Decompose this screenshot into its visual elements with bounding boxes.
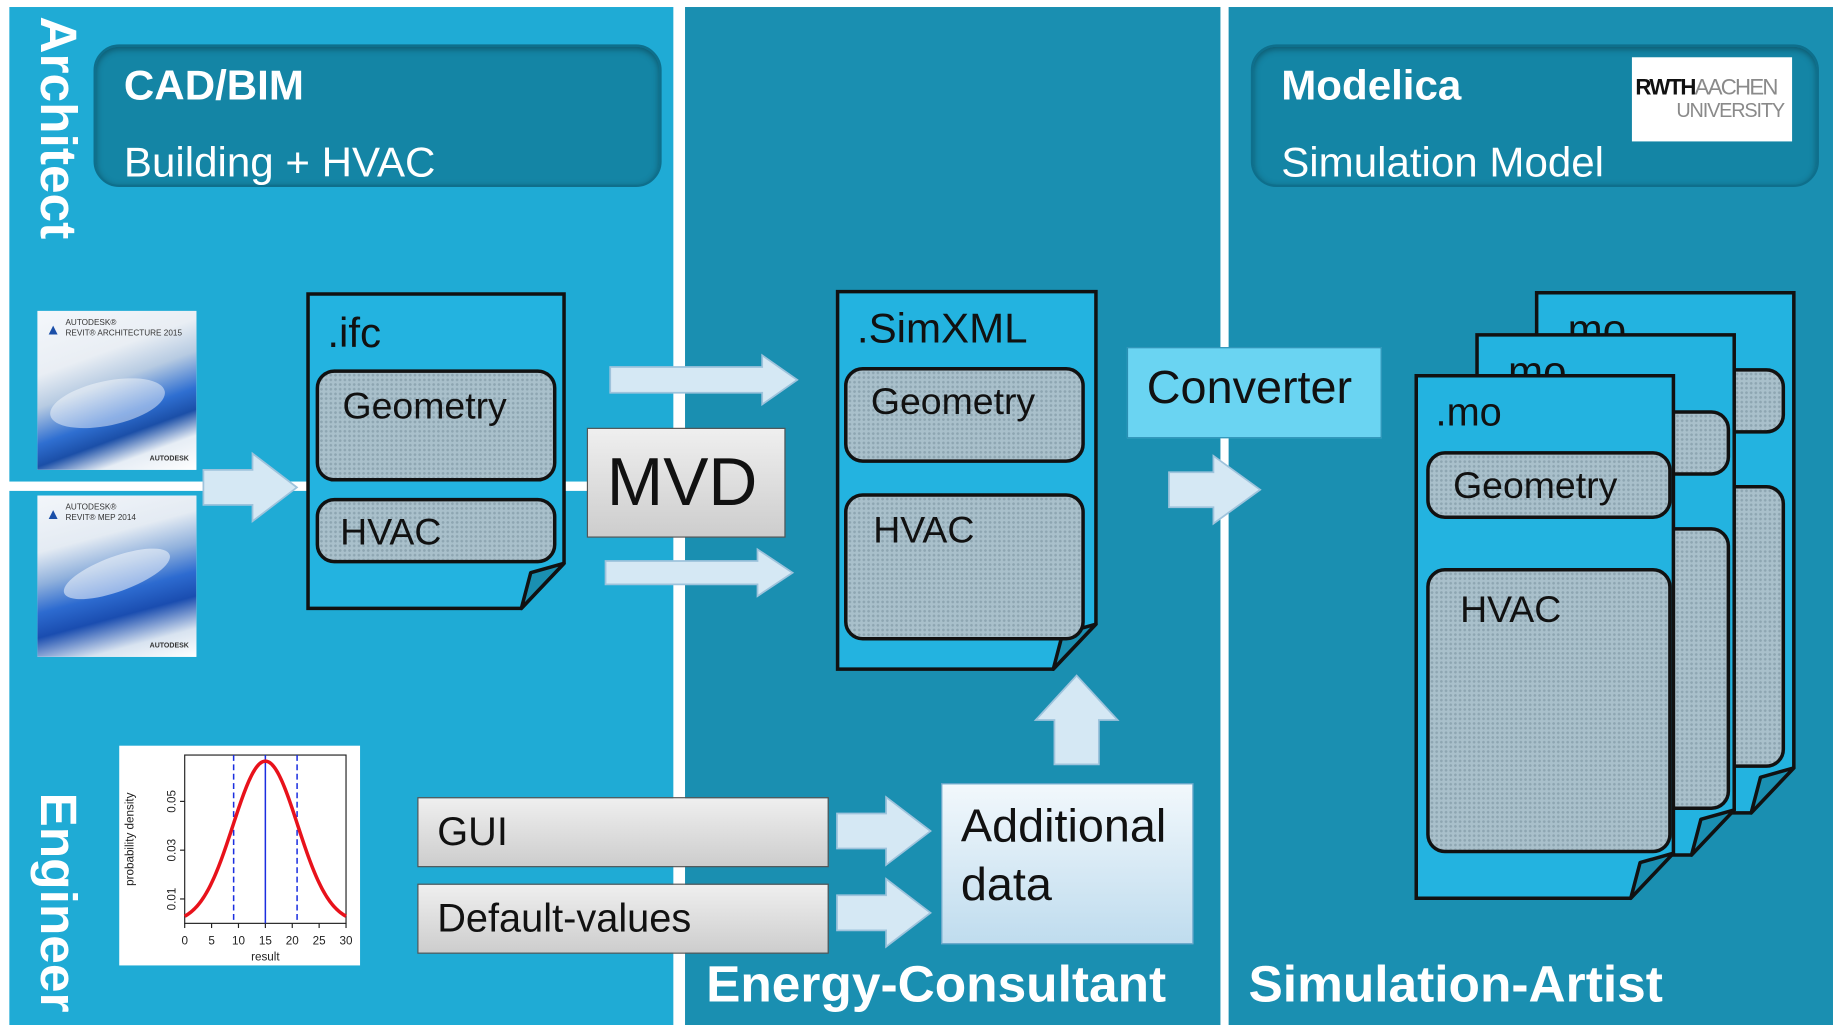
- default-values-box: Default-values: [417, 883, 829, 954]
- university-text: UNIVERSITY: [1676, 99, 1785, 122]
- y-tick-label: 0.03: [165, 839, 178, 862]
- mo-front-geometry-section: Geometry: [1426, 451, 1672, 519]
- simxml-to-mo-arrow: [1168, 454, 1262, 526]
- modelica-title: Modelica: [1281, 60, 1462, 109]
- x-tick-label: 0: [181, 934, 188, 947]
- mo-front-hvac-section: HVAC: [1426, 568, 1672, 854]
- additional-to-simxml-arrow: [1033, 674, 1120, 766]
- mo-document-front: .mo Geometry HVAC: [1414, 374, 1676, 900]
- revit-arch-product: REVIT® ARCHITECTURE 2015: [65, 329, 182, 338]
- ifc-to-simxml-bottom-arrow: [604, 547, 795, 598]
- simxml-geometry-section: Geometry: [844, 367, 1085, 463]
- revit-mep-product: REVIT® MEP 2014: [65, 514, 136, 523]
- revit-mep-footer: AUTODESK: [149, 642, 189, 650]
- y-tick-label: 0.01: [165, 888, 178, 911]
- cad-bim-banner: CAD/BIM Building + HVAC: [93, 44, 662, 188]
- cad-bim-subtitle: Building + HVAC: [123, 137, 436, 186]
- density-curve: [183, 759, 347, 918]
- revit-mep-brand: AUTODESK®: [65, 503, 117, 512]
- engineer-label: Engineer: [29, 792, 87, 1013]
- x-tick-label: 10: [232, 934, 245, 947]
- modelica-banner: Modelica Simulation Model: [1250, 44, 1819, 188]
- probability-chart-svg: 0 5 10 15 20 25 30 0.01 0.03 0.05 result probabilit…: [123, 754, 353, 964]
- ifc-title: .ifc: [327, 308, 382, 357]
- x-tick-label: 30: [340, 934, 353, 947]
- simulation-artist-label: Simulation-Artist: [1248, 956, 1663, 1014]
- architect-label: Architect: [29, 16, 87, 240]
- probability-chart: 0 5 10 15 20 25 30 0.01 0.03 0.05 result probabilit…: [119, 745, 361, 966]
- additional-data-line2: data: [960, 859, 1052, 911]
- rwth-text: RWTH: [1635, 75, 1696, 101]
- x-axis-label: result: [251, 951, 280, 964]
- revit-architecture-thumbnail: ▲ AUTODESK® REVIT® ARCHITECTURE 2015 AUT…: [37, 310, 197, 470]
- ifc-to-simxml-top-arrow: [609, 353, 799, 407]
- autodesk-icon-2: ▲: [45, 504, 61, 523]
- simxml-document: .SimXML Geometry HVAC: [835, 289, 1098, 671]
- converter-box: Converter: [1126, 347, 1382, 439]
- rwth-aachen-logo: RWTHAACHEN UNIVERSITY: [1631, 57, 1793, 142]
- default-values-arrow: [836, 877, 932, 949]
- mo-front-title: .mo: [1435, 390, 1502, 435]
- ifc-geometry-section: Geometry: [315, 369, 557, 482]
- simxml-hvac-section: HVAC: [844, 493, 1085, 641]
- revit-arch-brand: AUTODESK®: [65, 319, 117, 328]
- aachen-text: AACHEN: [1694, 75, 1779, 101]
- ifc-hvac-section: HVAC: [315, 497, 557, 564]
- revit-arch-footer: AUTODESK: [149, 455, 189, 463]
- simxml-title: .SimXML: [856, 303, 1028, 352]
- autodesk-icon: ▲: [45, 320, 61, 338]
- modelica-subtitle: Simulation Model: [1281, 137, 1605, 186]
- x-tick-label: 20: [286, 934, 299, 947]
- energy-consultant-label: Energy-Consultant: [706, 956, 1167, 1014]
- additional-data-box: Additional data: [941, 783, 1194, 945]
- gui-arrow: [836, 795, 932, 867]
- x-tick-label: 25: [313, 934, 326, 947]
- ifc-document: .ifc Geometry HVAC: [306, 292, 566, 611]
- cad-bim-title: CAD/BIM: [123, 60, 304, 109]
- y-tick-label: 0.05: [165, 790, 178, 813]
- revit-mep-thumbnail: ▲ AUTODESK® REVIT® MEP 2014 AUTODESK: [37, 495, 197, 657]
- y-axis-label: probability density: [123, 792, 136, 886]
- additional-data-line1: Additional: [960, 800, 1167, 853]
- thumb-to-ifc-arrow: [202, 451, 299, 524]
- gui-box: GUI: [417, 797, 829, 868]
- x-tick-label: 15: [259, 934, 272, 947]
- x-tick-label: 5: [208, 934, 215, 947]
- mvd-box: MVD: [586, 427, 786, 538]
